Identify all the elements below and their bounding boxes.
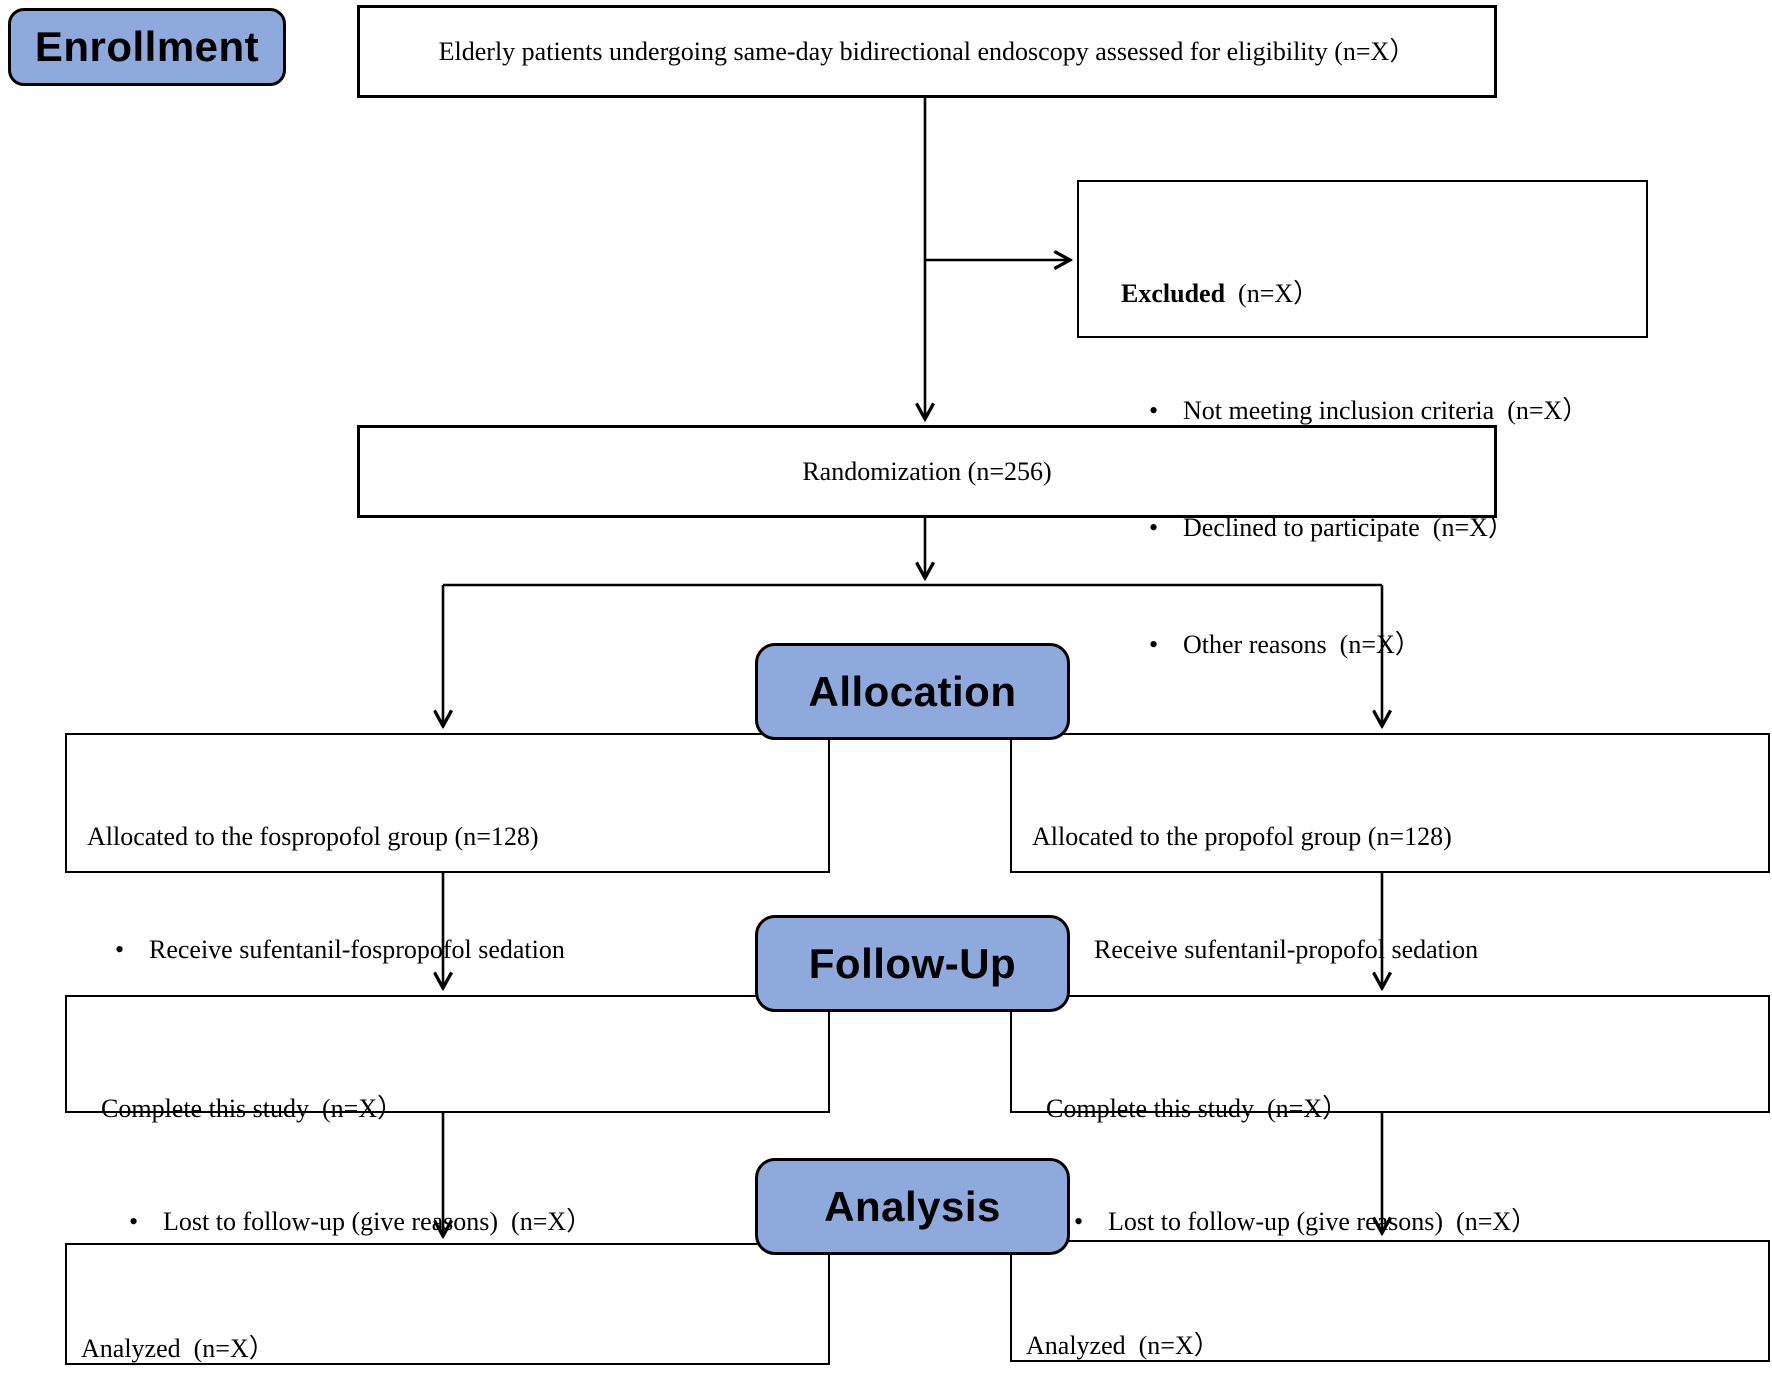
allocation-right-item: Receive sufentanil-propofol sedation	[1032, 931, 1754, 969]
analysis-stage-badge: Analysis	[755, 1158, 1070, 1255]
eligibility-text: Elderly patients undergoing same-day bid…	[438, 36, 1416, 66]
followup-right-item: Lost to follow-up (give reasons) (n=X）	[1046, 1203, 1754, 1241]
followup-right-title: Complete this study (n=X）	[1046, 1094, 1349, 1124]
bullet-icon	[1121, 625, 1183, 664]
randomization-text: Randomization (n=256)	[802, 456, 1052, 486]
followup-left-box: Complete this study (n=X） Lost to follow…	[65, 995, 830, 1236]
allocation-left-box: Allocated to the fospropofol group (n=12…	[65, 733, 830, 1078]
analysis-left-title: Analyzed (n=X）	[81, 1334, 275, 1364]
analysis-right-box: Analyzed (n=X） Included in analysis (n=X…	[1010, 1240, 1770, 1362]
allocation-stage-badge: Allocation	[755, 643, 1070, 740]
excluded-item: Not meeting inclusion criteria (n=X）	[1121, 391, 1636, 430]
analysis-left-box: Analyzed (n=X） Included in analysis (n=X…	[65, 1243, 830, 1365]
excluded-box: Excluded (n=X） Not meeting inclusion cri…	[1077, 180, 1648, 659]
analysis-right-title: Analyzed (n=X）	[1026, 1331, 1220, 1361]
followup-stage-badge: Follow-Up	[755, 915, 1070, 1012]
allocation-right-box: Allocated to the propofol group (n=128) …	[1010, 733, 1770, 1078]
followup-left-item: Lost to follow-up (give reasons) (n=X）	[101, 1203, 814, 1241]
allocation-right-title: Allocated to the propofol group (n=128)	[1032, 822, 1452, 852]
excluded-item: Other reasons (n=X）	[1121, 625, 1636, 664]
eligibility-box: Elderly patients undergoing same-day bid…	[357, 5, 1497, 98]
allocation-left-item: Receive sufentanil-fospropofol sedation	[87, 931, 814, 969]
bullet-icon	[87, 931, 149, 969]
followup-left-title: Complete this study (n=X）	[101, 1094, 404, 1124]
followup-right-box: Complete this study (n=X） Lost to follow…	[1010, 995, 1770, 1236]
randomization-box: Randomization (n=256)	[357, 425, 1497, 518]
allocation-left-title: Allocated to the fospropofol group (n=12…	[87, 822, 539, 852]
bullet-icon	[101, 1203, 163, 1241]
excluded-title: Excluded (n=X）	[1121, 279, 1320, 308]
enrollment-stage-badge: Enrollment	[8, 8, 286, 86]
